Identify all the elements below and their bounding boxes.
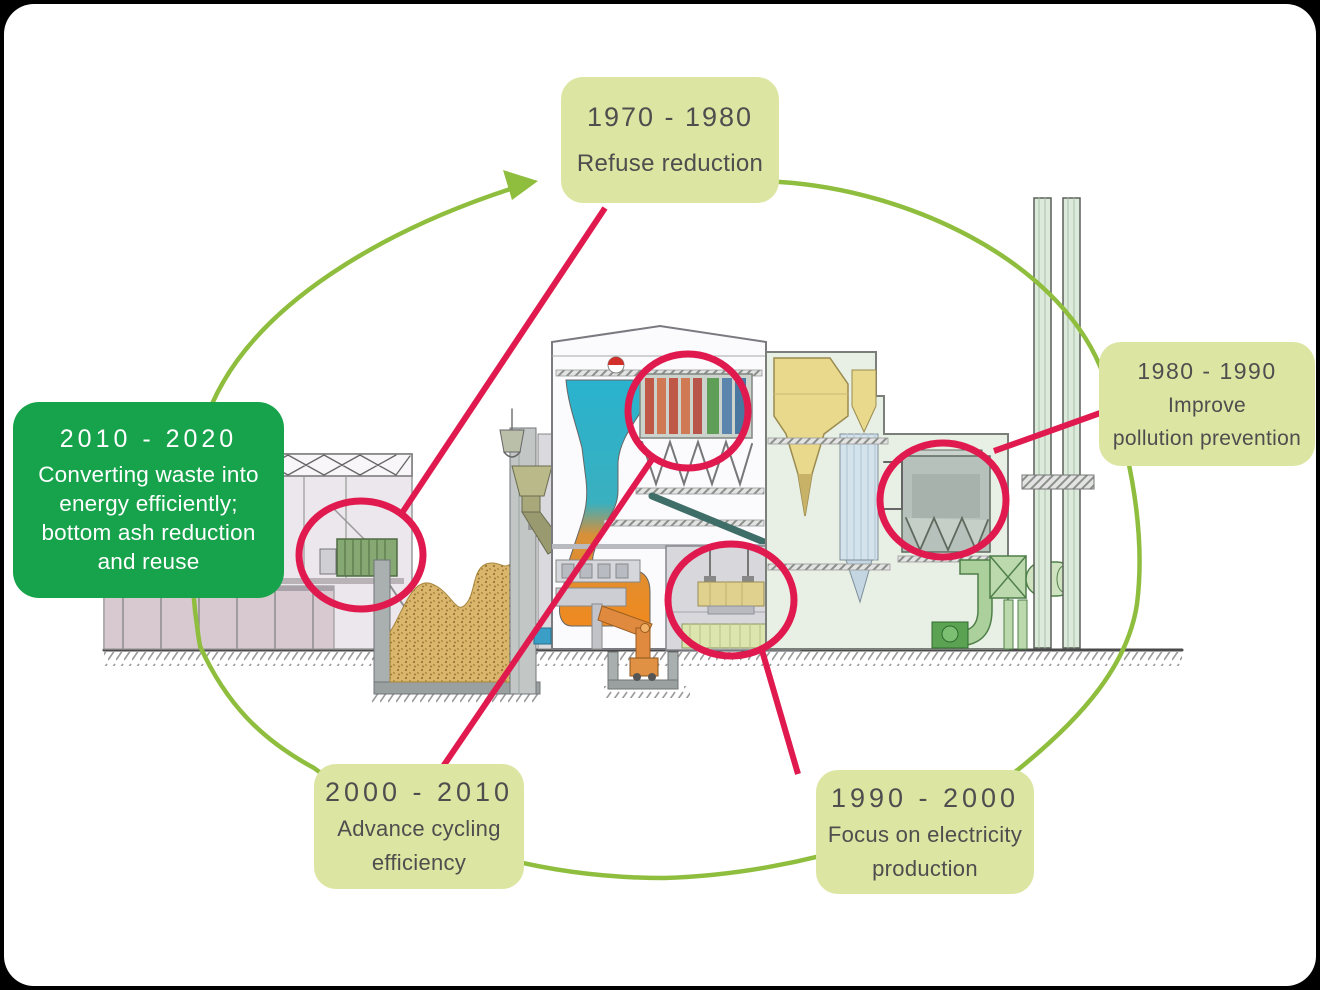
callout-text: bottom ash reduction bbox=[41, 519, 256, 545]
callout-text: efficiency bbox=[371, 850, 467, 875]
highlight-circle-dust-filter bbox=[876, 439, 1010, 561]
callout-text: Advance cycling bbox=[337, 816, 501, 841]
highlight-circle-turbine bbox=[664, 540, 798, 660]
ash-pit bbox=[597, 605, 679, 690]
callout-period: 2010 - 2020 bbox=[59, 424, 238, 453]
callout-period: 1990 - 2000 bbox=[830, 782, 1020, 813]
callout-text: Refuse reduction bbox=[576, 150, 764, 177]
callout-1970-1980: 1970 - 1980 Refuse reduction bbox=[561, 77, 779, 203]
timeline-arrow-icon bbox=[503, 170, 538, 200]
highlight-circle-boiler-tubes bbox=[624, 350, 752, 472]
callout-period: 2000 - 2010 bbox=[324, 777, 514, 807]
connector-1990-turbine bbox=[758, 646, 801, 775]
callout-period: 1980 - 1990 bbox=[1137, 357, 1277, 384]
highlight-circles bbox=[295, 350, 1010, 660]
highlight-circle-waste-intake bbox=[295, 497, 427, 613]
callout-text: and reuse bbox=[97, 548, 200, 574]
callout-text: Focus on electricity bbox=[827, 821, 1023, 847]
flue-gas-treatment bbox=[765, 351, 1075, 650]
callout-2000-2010: 2000 - 2010 Advance cycling efficiency bbox=[314, 764, 524, 889]
callout-period: 1970 - 1980 bbox=[586, 102, 754, 132]
connector-2000-boiler bbox=[439, 456, 656, 770]
callout-text: pollution prevention bbox=[1112, 426, 1302, 450]
connector-1970-grate bbox=[397, 206, 608, 518]
diagram-card: 1970 - 1980 Refuse reduction 1980 - 1990… bbox=[4, 4, 1316, 986]
connector-1980-filter bbox=[992, 409, 1105, 454]
callout-2010-2020: 2010 - 2020 Converting waste into energy… bbox=[13, 402, 284, 598]
callout-1980-1990: 1980 - 1990 Improve pollution prevention bbox=[1099, 342, 1315, 466]
callout-text: energy efficiently; bbox=[59, 490, 238, 516]
callout-text: Improve bbox=[1168, 393, 1246, 417]
callout-text: production bbox=[872, 855, 978, 881]
connector-lines bbox=[397, 206, 1105, 775]
callout-text: Converting waste into bbox=[38, 461, 259, 487]
callout-1990-2000: 1990 - 2000 Focus on electricity product… bbox=[816, 770, 1034, 894]
